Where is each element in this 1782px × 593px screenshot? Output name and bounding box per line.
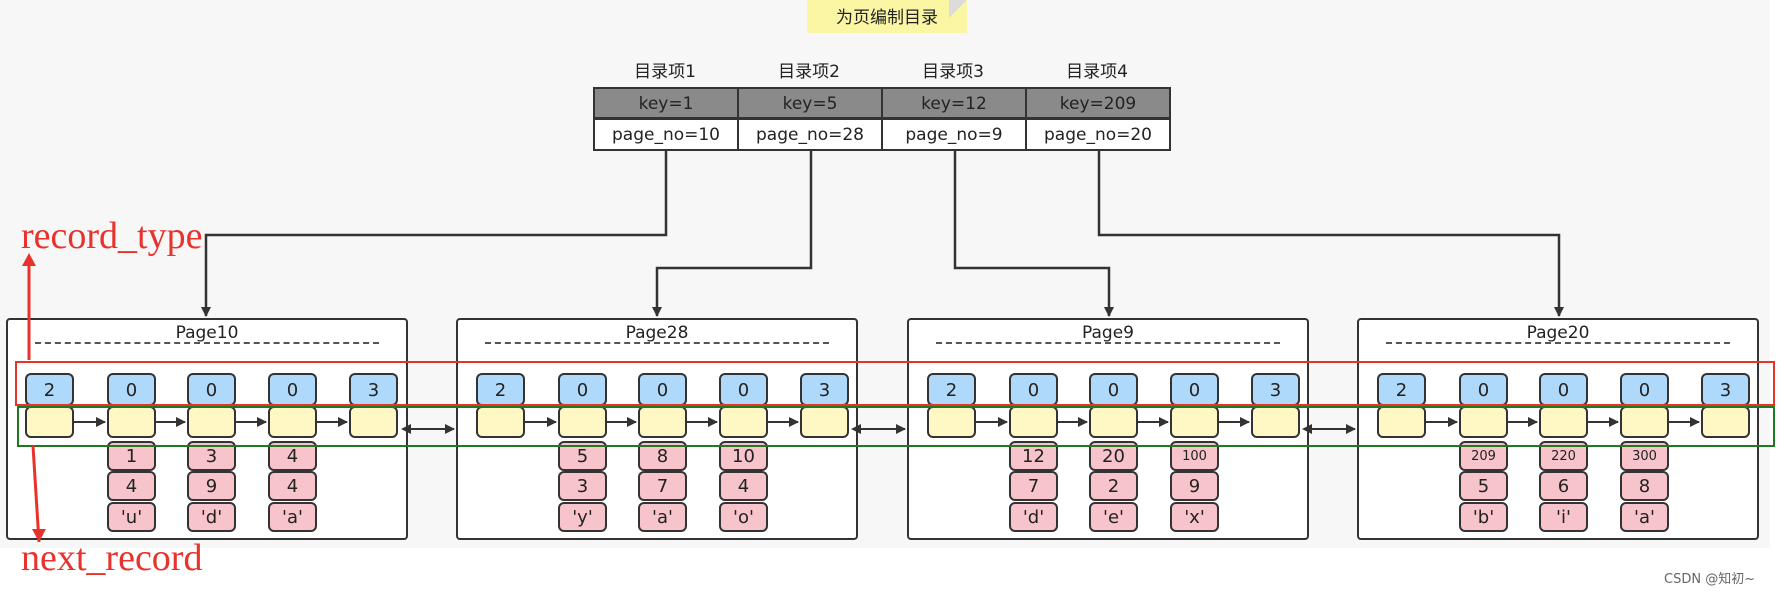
page-3-record-type-4: 0 <box>1170 373 1219 406</box>
page-4-record-type-3: 0 <box>1539 373 1588 406</box>
directory-entry-3-header: 目录项3 <box>922 62 984 82</box>
page-4-next-record-3 <box>1539 406 1588 438</box>
page-3-record-2-field-2: 2 <box>1089 471 1138 501</box>
page-3-record-3-field-2: 9 <box>1170 471 1219 501</box>
directory-entry-1-page-no: page_no=10 <box>593 118 739 151</box>
page-1-next-record-5 <box>349 406 398 438</box>
record-type-annotation: record_type <box>21 215 203 257</box>
page-3-record-type-5: 3 <box>1251 373 1300 406</box>
page-1-record-type-5: 3 <box>349 373 398 406</box>
note-fold-corner <box>949 0 967 18</box>
page-2-record-type-3: 0 <box>638 373 687 406</box>
next-record-pointer-arrow <box>31 445 46 543</box>
page-3-record-type-3: 0 <box>1089 373 1138 406</box>
page-4-title: Page20 <box>1526 323 1590 343</box>
directory-entry-1-key: key=1 <box>593 87 739 119</box>
directory-entry-2-page-no: page_no=28 <box>737 118 883 151</box>
page-1-title: Page10 <box>175 323 239 343</box>
watermark: CSDN @知初~ <box>1664 572 1756 587</box>
connector-entry2-to-page28 <box>652 151 813 317</box>
page-1-header-divider <box>35 342 379 344</box>
page-3-record-1-field-2: 7 <box>1009 471 1058 501</box>
page-3-record-type-2: 0 <box>1009 373 1058 406</box>
record-type-highlight-frame <box>15 361 1775 406</box>
page-3-record-type-1: 2 <box>927 373 976 406</box>
page-3-next-record-5 <box>1251 406 1300 438</box>
directory-entry-2-header: 目录项2 <box>778 62 840 82</box>
page-4-next-record-1 <box>1377 406 1426 438</box>
page-1-record-3-field-2: 4 <box>268 471 317 501</box>
directory-entry-4-page-no: page_no=20 <box>1025 118 1171 151</box>
page-1-record-3-field-3: 'a' <box>268 502 317 532</box>
directory-entry-1-header: 目录项1 <box>634 62 696 82</box>
page-2-record-3-field-3: 'o' <box>719 502 768 532</box>
page-2-header-divider <box>485 342 829 344</box>
next-record-highlight-frame <box>17 406 1775 447</box>
page-4-record-type-2: 0 <box>1459 373 1508 406</box>
page-4-record-type-5: 3 <box>1701 373 1750 406</box>
page-3-next-record-4 <box>1170 406 1219 438</box>
directory-entry-2-key: key=5 <box>737 87 883 119</box>
page-1-next-record-1 <box>25 406 74 438</box>
title-note: 为页编制目录 <box>807 0 967 33</box>
page-1-record-1-field-2: 4 <box>107 471 156 501</box>
page-4-record-type-1: 2 <box>1377 373 1426 406</box>
page-4-next-record-4 <box>1620 406 1669 438</box>
connector-entry1-to-page10 <box>201 151 668 317</box>
page-1-record-1-field-3: 'u' <box>107 502 156 532</box>
page-1-next-record-2 <box>107 406 156 438</box>
page-3-title: Page9 <box>1082 323 1134 343</box>
page-3-record-1-field-3: 'd' <box>1009 502 1058 532</box>
page-3-record-3-field-3: 'x' <box>1170 502 1219 532</box>
directory-entry-4-header: 目录项4 <box>1066 62 1128 82</box>
page-2-record-3-field-2: 4 <box>719 471 768 501</box>
page-4-header-divider <box>1386 342 1730 344</box>
next-record-annotation: next_record <box>21 537 203 579</box>
page-4-record-3-field-2: 8 <box>1620 471 1669 501</box>
page-3-header-divider <box>936 342 1280 344</box>
directory-entry-3-key: key=12 <box>881 87 1027 119</box>
page-2-record-type-5: 3 <box>800 373 849 406</box>
page-2-record-3-field-1: 10 <box>719 441 768 471</box>
page-4-record-1-field-3: 'b' <box>1459 502 1508 532</box>
page-1-record-2-field-2: 9 <box>187 471 236 501</box>
page-4-record-2-field-2: 6 <box>1539 471 1588 501</box>
connector-entry4-to-page20 <box>1097 151 1564 317</box>
page-1-record-2-field-3: 'd' <box>187 502 236 532</box>
page-2-record-2-field-3: 'a' <box>638 502 687 532</box>
page-2-record-2-field-2: 7 <box>638 471 687 501</box>
page-4-record-2-field-3: 'i' <box>1539 502 1588 532</box>
page-2-record-1-field-2: 3 <box>558 471 607 501</box>
page-3-record-2-field-3: 'e' <box>1089 502 1138 532</box>
page-4-record-3-field-3: 'a' <box>1620 502 1669 532</box>
directory-entry-3-page-no: page_no=9 <box>881 118 1027 151</box>
page-4-record-1-field-2: 5 <box>1459 471 1508 501</box>
page-2-record-1-field-3: 'y' <box>558 502 607 532</box>
page-2-title: Page28 <box>625 323 689 343</box>
connector-entry3-to-page9 <box>953 151 1114 317</box>
